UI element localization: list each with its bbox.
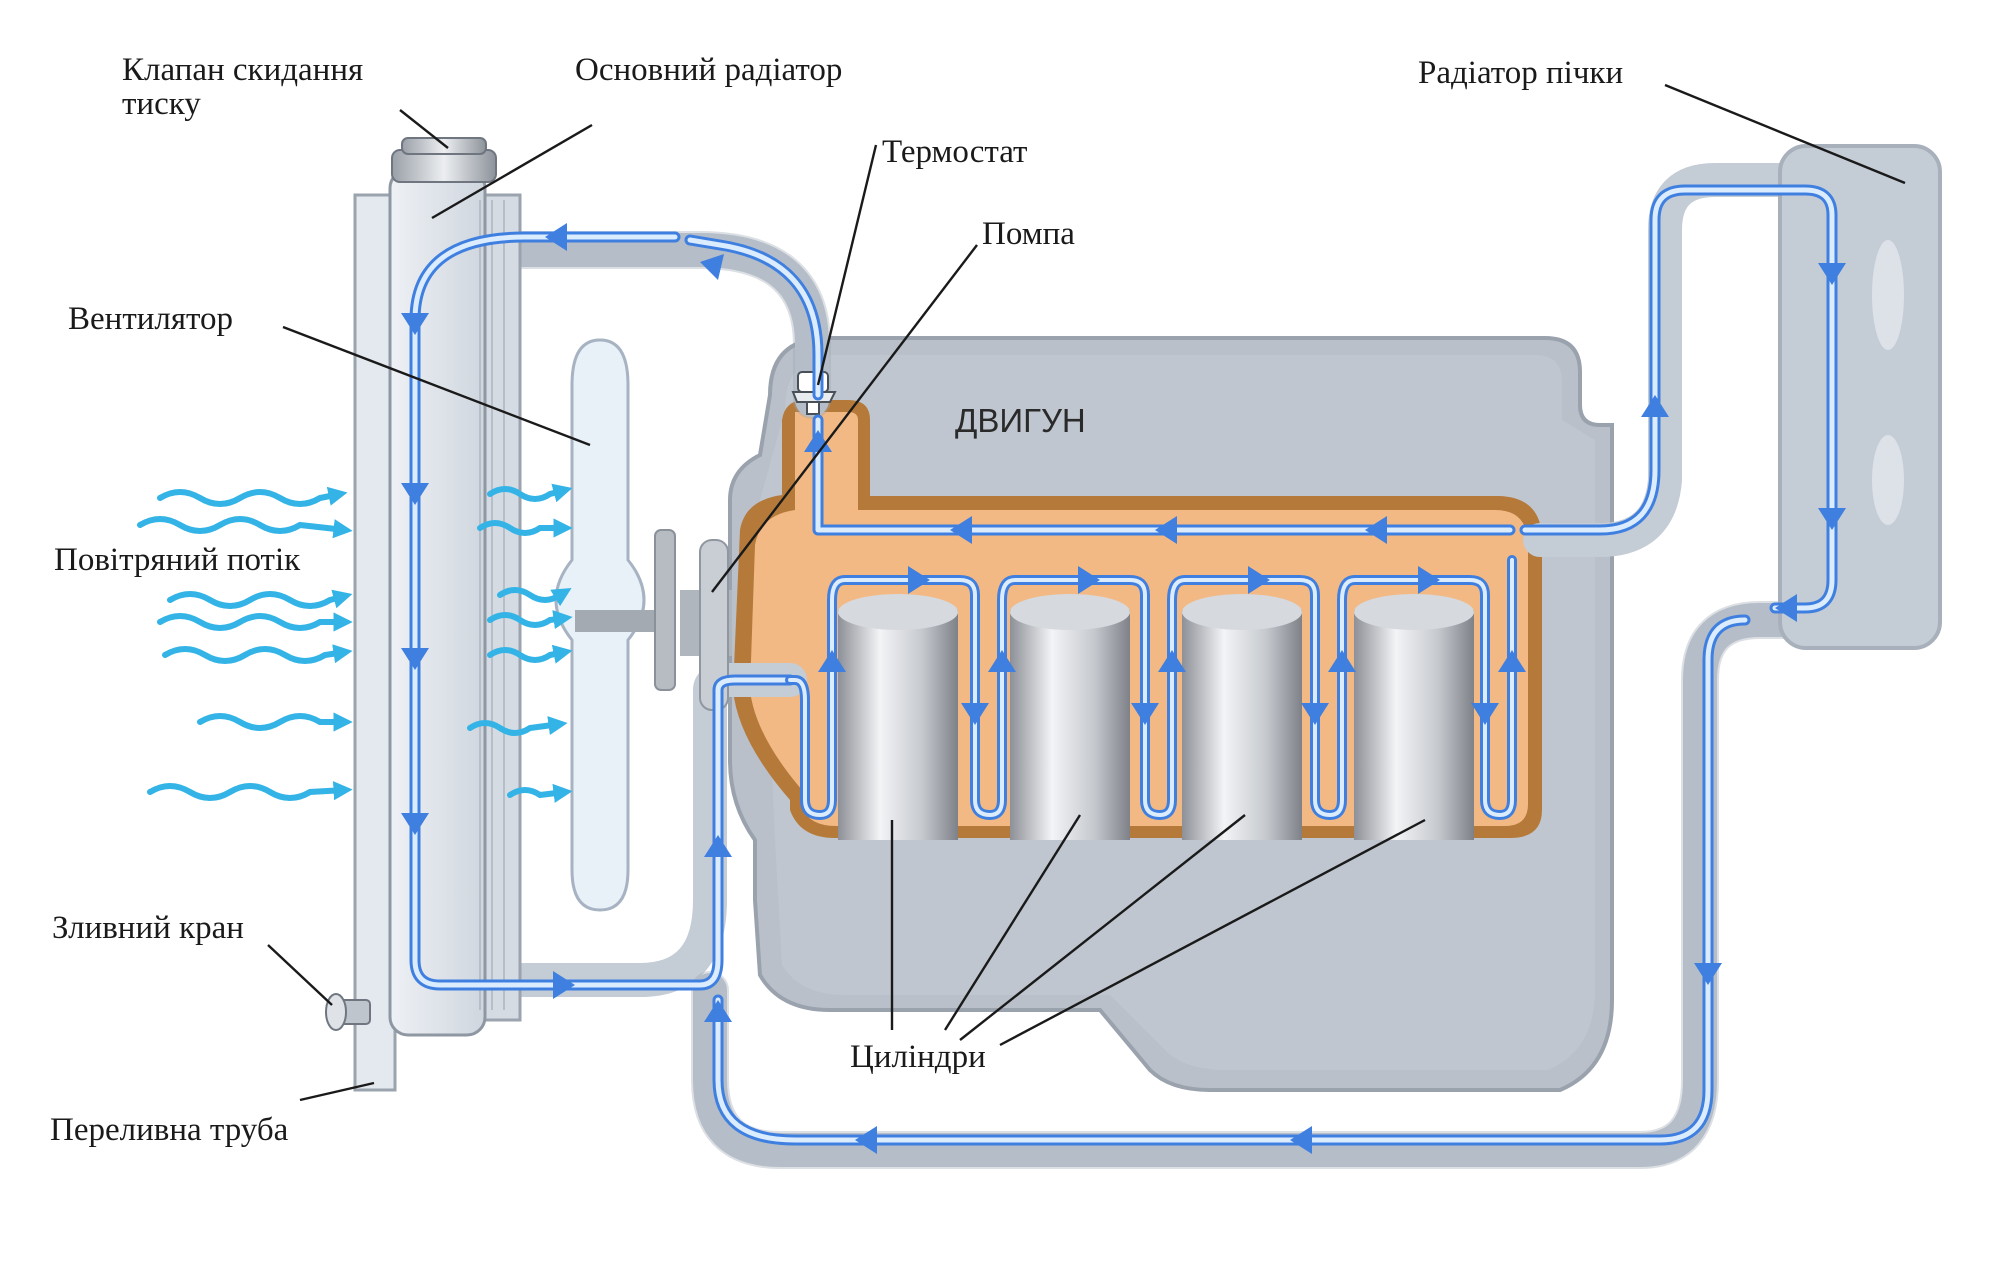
airflow-icon (507, 783, 573, 803)
flow-arrow-icon (818, 650, 846, 672)
flow-arrow-icon (1818, 263, 1846, 285)
flow-arrow-icon (1641, 395, 1669, 417)
heater-core (1778, 144, 1942, 650)
flow-arrow-icon (1248, 566, 1270, 594)
fan-label: Вентилятор (68, 301, 233, 337)
airflow-icon (167, 589, 353, 609)
airflow-icon (157, 486, 348, 507)
airflow-icon (487, 610, 573, 630)
flow-arrow-icon (1290, 1126, 1312, 1154)
flow-arrow-icon (1158, 650, 1186, 672)
coolant-flow (401, 184, 1846, 1154)
flow-arrow-icon (1775, 594, 1797, 622)
airflow-icon (477, 518, 573, 538)
airflow-icon (487, 644, 573, 664)
cylinders-label: Циліндри (850, 1039, 986, 1075)
pressure-valve-label-line2: тиску (122, 86, 201, 122)
flow-arrow-icon (553, 971, 575, 999)
airflow-icon (197, 712, 353, 732)
leader-lines (267, 83, 1906, 1102)
flow-arrow-icon (1155, 516, 1177, 544)
cylinder-2 (1010, 594, 1130, 840)
flow-arrow-icon (855, 1126, 877, 1154)
flow-arrow-icon (1365, 516, 1387, 544)
airflow-icon (137, 516, 353, 539)
flow-arrow-icons (401, 223, 1846, 1154)
flow-arrow-icon (908, 566, 930, 594)
drain-valve-icon (325, 993, 371, 1031)
airflow-icon (157, 612, 353, 632)
flow-arrow-icon (401, 313, 429, 335)
flow-arrow-icon (1328, 650, 1356, 672)
flow-arrow-icon (401, 648, 429, 670)
flow-arrow-icon (700, 254, 724, 280)
fan (554, 338, 676, 912)
heater-core-label: Радіатор пічки (1418, 55, 1623, 91)
drain-valve-label: Зливний кран (52, 910, 244, 946)
flow-arrow-icon (1818, 508, 1846, 530)
labels: Клапан скидання тиску Основний радіатор … (50, 52, 1623, 1148)
airflow-icon (162, 644, 353, 664)
flow-arrow-icon (961, 703, 989, 725)
airflow-icon (487, 483, 573, 503)
radiator-cap (391, 137, 497, 183)
flow-arrow-icon (988, 650, 1016, 672)
flow-arrow-icon (1418, 566, 1440, 594)
flow-arrow-icon (704, 1000, 732, 1022)
flow-arrow-icon (401, 483, 429, 505)
flow-arrow-icon (704, 835, 732, 857)
thermostat-label: Термостат (882, 134, 1027, 170)
overflow-pipe-label: Переливна труба (50, 1112, 289, 1148)
airflow-icon (497, 587, 572, 607)
engine-label: ДВИГУН (955, 402, 1086, 439)
cylinder-3 (1182, 594, 1302, 840)
flow-arrow-icon (401, 813, 429, 835)
pressure-valve-label-line1: Клапан скидання (122, 52, 363, 88)
airflow-label: Повітряний потік (54, 542, 301, 578)
airflow-icon (147, 781, 353, 801)
flow-arrow-icon (950, 516, 972, 544)
pump (680, 539, 732, 711)
cylinder-1 (838, 594, 958, 840)
airflow (137, 483, 573, 803)
cylinders (838, 594, 1474, 840)
airflow-icon (467, 716, 568, 736)
flow-arrow-icon (1694, 963, 1722, 985)
flow-arrow-icon (1498, 650, 1526, 672)
flow-arrow-icon (804, 430, 832, 452)
flow-arrow-icon (1471, 703, 1499, 725)
cylinder-4 (1354, 594, 1474, 840)
pump-label: Помпа (982, 216, 1075, 252)
flow-arrow-icon (1131, 703, 1159, 725)
main-radiator-label: Основний радіатор (575, 52, 842, 88)
flow-arrow-icon (1078, 566, 1100, 594)
flow-arrow-icon (545, 223, 567, 251)
flow-arrow-icon (1301, 703, 1329, 725)
